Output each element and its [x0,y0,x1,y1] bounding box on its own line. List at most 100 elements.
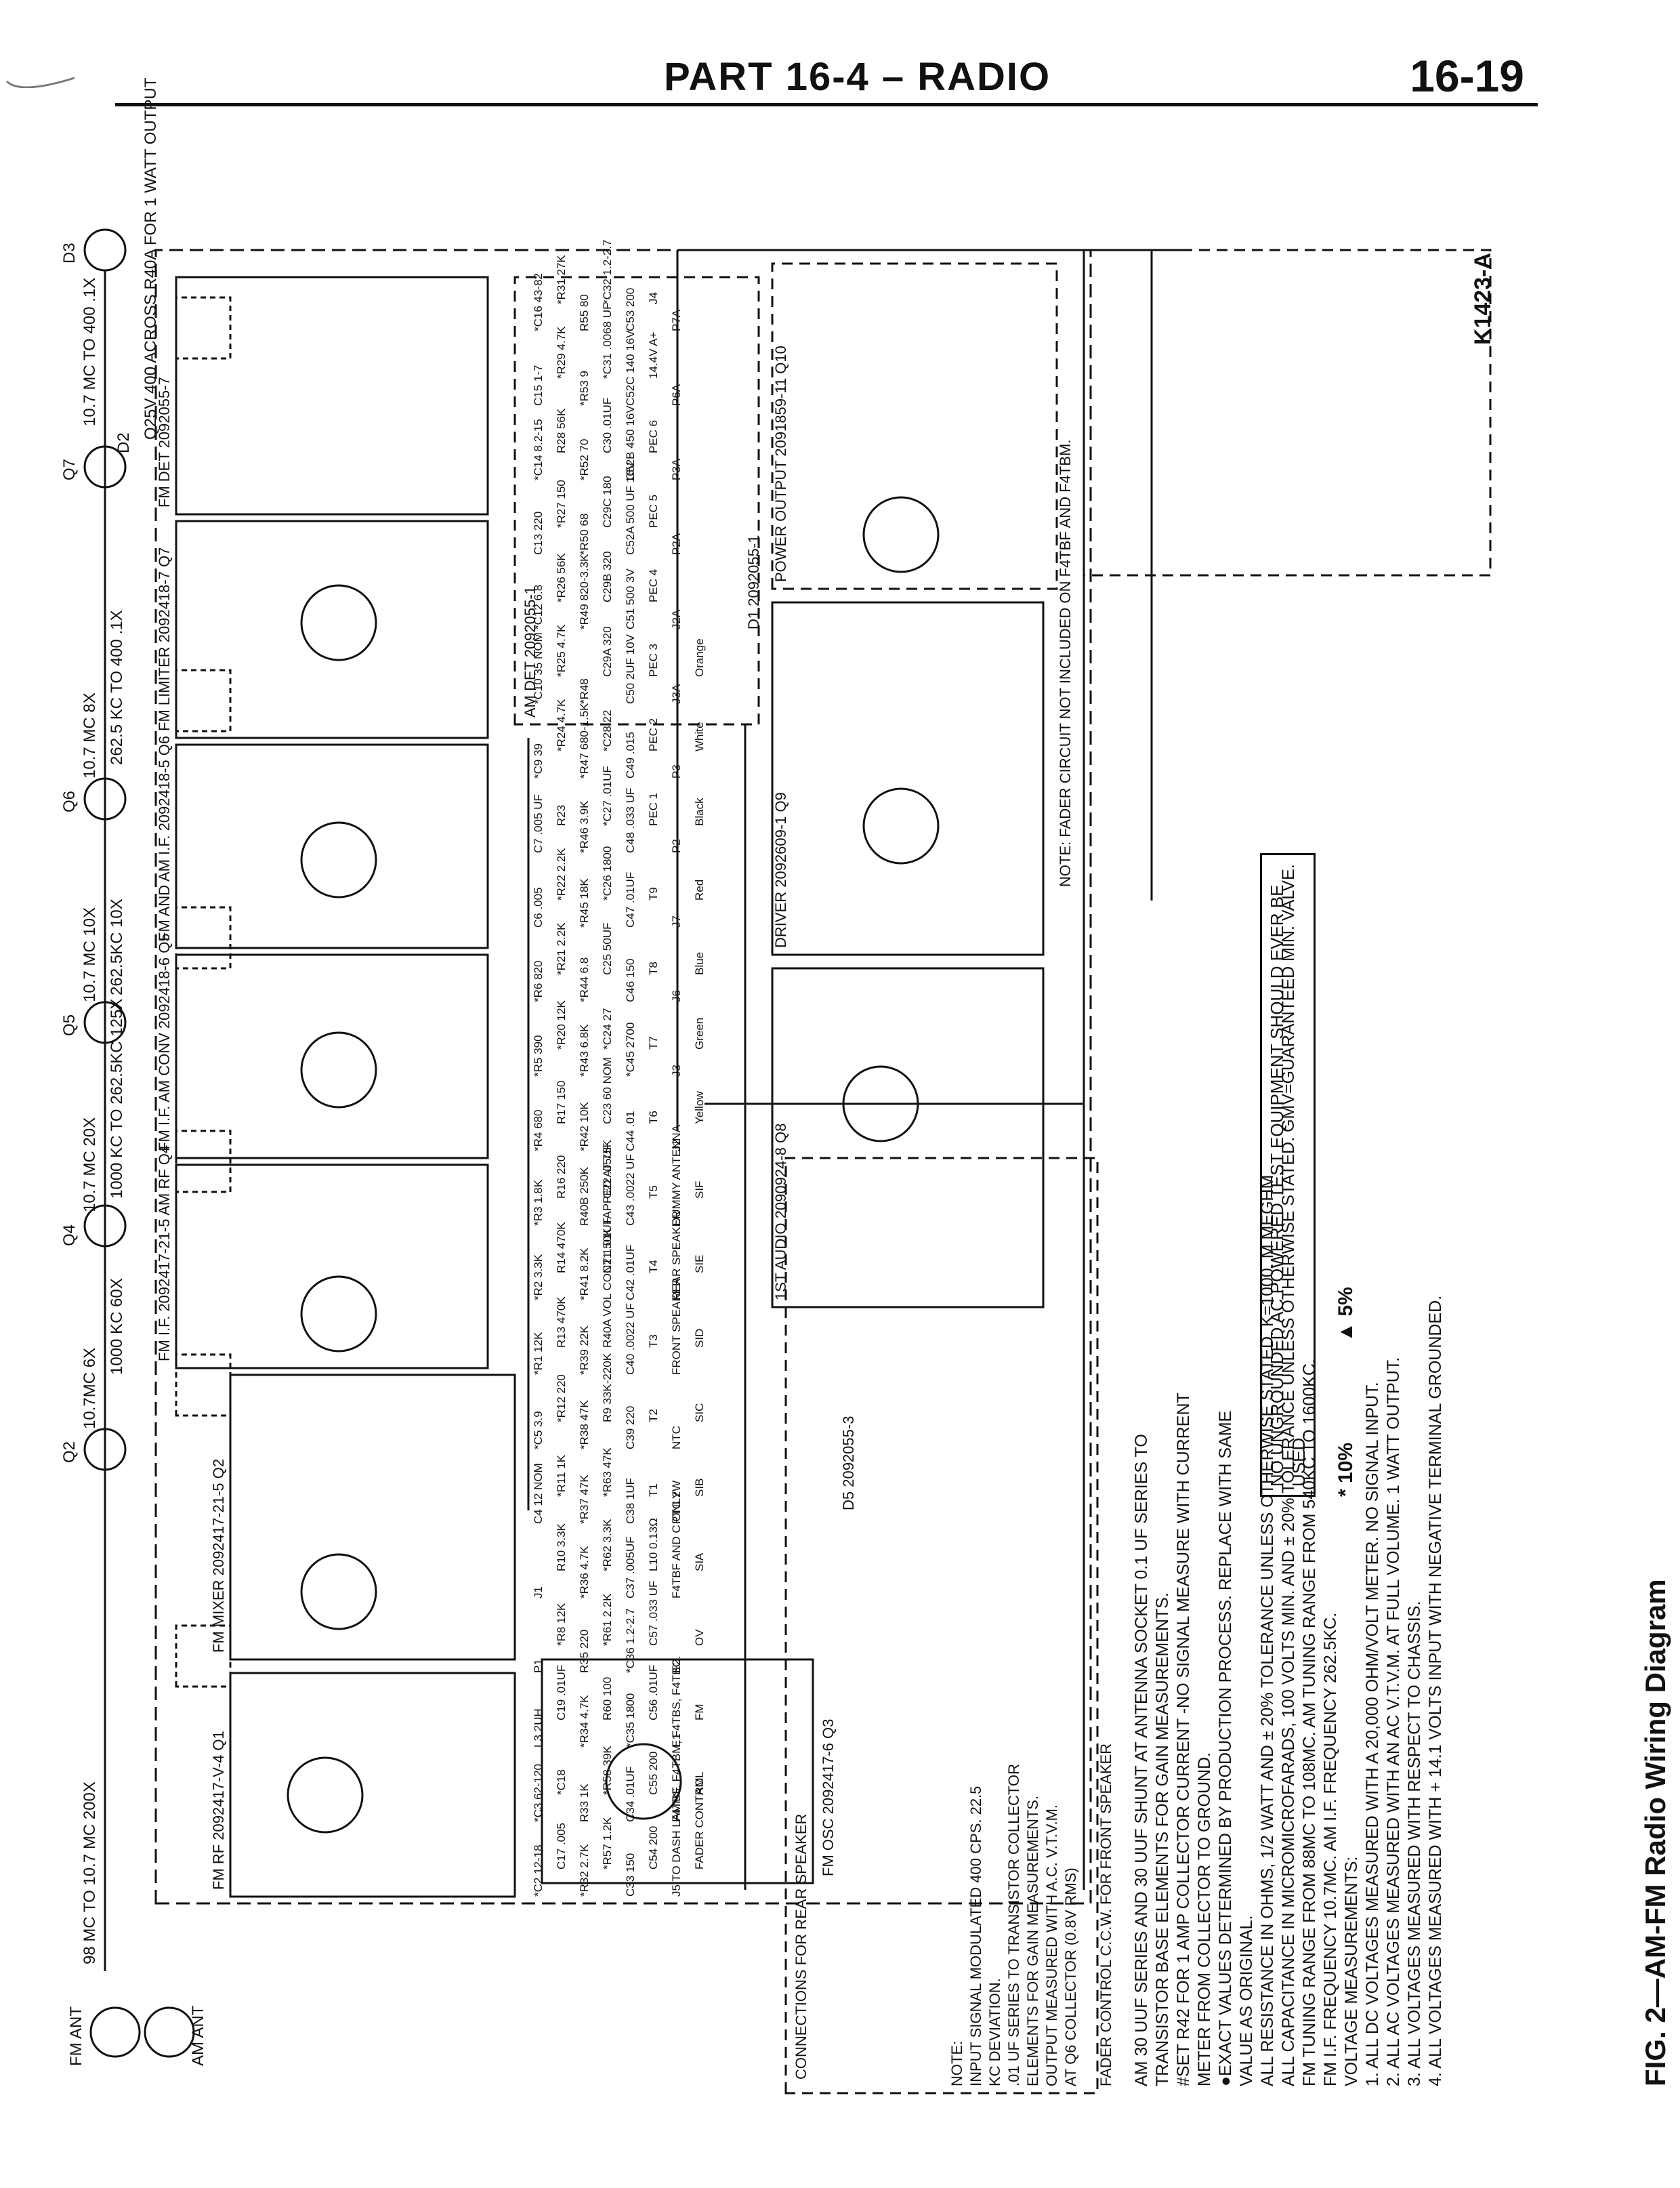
component-label: P3A [670,458,683,480]
component-label: C22 .05UF [601,1143,614,1199]
component-label: *R39 22K [578,1325,591,1375]
component-label: C54 200 [647,1826,660,1870]
component-label: C33 150 [624,1853,637,1897]
component-label: C29A 320 [601,626,614,677]
component-label: J2A [670,609,683,629]
component-label: P3 [670,764,683,779]
component-label: *R12 220 [555,1374,568,1422]
component-label: *C10 35 NOM [532,632,545,704]
component-label: *R52 70 [578,439,591,480]
component-label: Red [693,880,706,901]
note-line: VOLTAGE MEASUREMENTS: [1342,1856,1361,2086]
component-label: C19 .01UF [555,1665,568,1720]
component-label: R55 80 [578,294,591,331]
component-label: Orange [693,638,706,677]
component-label: *R11 1K [555,1454,568,1497]
component-label: *R62 3.3K [601,1519,614,1571]
component-label: Blue [693,952,706,975]
component-label: *C27 .01UF [601,766,614,826]
component-label: C46 150 [624,959,637,1002]
component-label: R14 470K [555,1222,568,1273]
note-line: ALL CAPACITANCE IN MICROMICROFARADS, 100… [1279,864,1298,2086]
component-label: *C2 12-18 [532,1844,545,1897]
component-label: *R31 27K [555,255,568,304]
component-label: AM [693,1778,706,1796]
signal-label: 1000 KC TO 262.5KC 125X [108,999,126,1199]
component-label: *R6 820 [532,961,545,1002]
note-line: AM 30 UUF SERIES AND 30 UUF SHUNT AT ANT… [1132,1434,1151,2086]
component-label: C15 1-7 [532,365,545,406]
component-label: *C12 6.8 [532,585,545,629]
component-label: P1 [532,1659,545,1673]
component-label: C29C 180 [601,476,614,528]
component-label: PTC 2W [670,1481,683,1524]
component-label: R40B 250K [578,1166,591,1226]
component-label: C52C 140 16V [624,330,637,406]
stage-label: DRIVER 2092609-1 Q9 [772,792,789,948]
component-label: 14.4V A+ [647,331,660,379]
signal-label: 10.7 MC 10X [81,907,99,1002]
component-label: *R38 47K [578,1400,591,1449]
component-label: SIA [693,1552,706,1571]
component-label: T6 [647,1111,660,1124]
stage-label: D1 2092055-1 [745,535,762,629]
stage-label: FM DET 2092055-7 [156,377,173,508]
component-label: *C3 62-120 [532,1764,545,1822]
component-label: *C45 2700 [624,1023,637,1077]
component-label: FRONT SPEAKER [670,1278,683,1375]
stage-label: POWER OUTPUT 2091859-11 Q10 [772,346,789,582]
component-label: *R27 150 [555,480,568,528]
component-label: J5 TO DASH LAMPS [670,1788,683,1897]
component-label: *C35 1800 [624,1693,637,1748]
stage-label: 1ST AUDIO 2090924-8 Q8 [772,1123,789,1300]
component-label: C4 12 NOM [532,1463,545,1524]
note-line: ●EXACT VALUES DETERMINED BY PRODUCTION P… [1216,1410,1235,2086]
component-label: PEC 5 [647,495,660,528]
component-label: *R57 1.2K [601,1817,614,1870]
page-number: 16-19 [1410,51,1524,101]
signal-label: 10.7MC 6X [81,1348,99,1429]
note-line: #SET R42 FOR 1 AMP COLLECTOR CURRENT -NO… [1174,1392,1193,2086]
component-label: PEC 3 [647,644,660,677]
component-label: *R50 68 [578,514,591,555]
component-label: L10 0.13Ω [647,1518,660,1571]
component-label: SIC [693,1403,706,1422]
component-label: *R34 4.7K [578,1695,591,1748]
signal-label: 98 MC TO 10.7 MC 200X [81,1781,99,1964]
component-label: FADER CONTROL [693,1771,706,1870]
component-label: *R3 1.8K [532,1179,545,1226]
component-label: Green [693,1018,706,1050]
component-label: T7 [647,1036,660,1050]
input-note-line: AT Q6 COLLECTOR (0.8V RMS) [1062,1867,1079,2086]
component-label: *C28 22 [601,710,614,751]
component-label: C49 .015 [624,732,637,779]
component-label: *C16 43-82 [532,273,545,331]
component-label: C52B 450 16V [624,405,637,480]
component-label: E2 [670,1659,683,1673]
component-label: *R24 4.7K [555,699,568,751]
component-label: *R4 680 [532,1110,545,1151]
component-label: T9 [647,887,660,901]
component-label: C25 50UF [601,923,614,975]
component-label: J2 [670,1139,683,1151]
component-label: *R25 4.7K [555,624,568,677]
component-label: C7 .005 UF [532,794,545,853]
component-label: *R53 9 [578,371,591,406]
component-label: J7 [670,915,683,928]
component-label: *R37 47K [578,1474,591,1524]
input-note-line: .01 UF SERIES TO TRANSISTOR COLLECTOR [1005,1764,1022,2086]
component-label: T4 [647,1260,660,1273]
component-label: R9 33K-220K [601,1353,614,1422]
component-label: R33 1K [578,1783,591,1822]
component-label: C53 200 [624,288,637,331]
component-label: C23 60 NOM [601,1057,614,1124]
component-label: REAR SPEAKER [670,1211,683,1300]
component-label: SIB [693,1479,706,1497]
component-label: PEC 1 [647,793,660,826]
component-label: *R8 12K [555,1603,568,1646]
component-label: *R41 8.2K [578,1247,591,1300]
signal-label: 262.5KC 10X [108,899,126,995]
signal-label: Q5 [60,1014,79,1036]
component-label: *C9 39 [532,743,545,779]
